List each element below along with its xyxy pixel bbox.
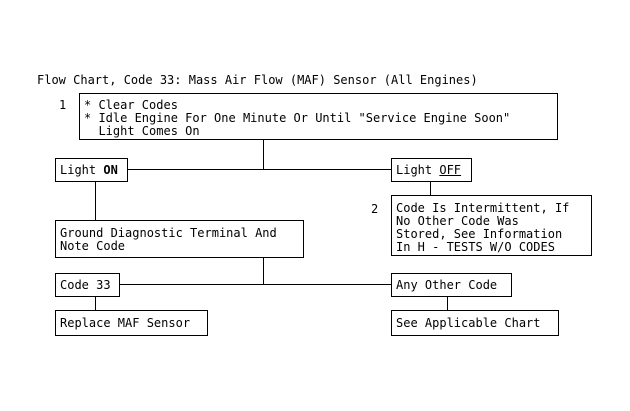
step-2-line-3: Stored, See Information [396,227,563,241]
light-off-prefix: Light [396,163,440,177]
step-2-line-4: In H - TESTS W/O CODES [396,240,555,254]
step-1-number: 1 [59,98,67,112]
ground-line-2: Note Code [60,239,126,253]
step-2-line-2: No Other Code Was [396,214,519,228]
see-chart-label: See Applicable Chart [396,316,541,330]
ground-line-1: Ground Diagnostic Terminal And [60,226,277,240]
step-2-box: Code Is Intermittent, If No Other Code W… [391,195,592,256]
connector-other-to-chart [447,297,448,310]
ground-diagnostic-box: Ground Diagnostic Terminal And Note Code [55,220,304,258]
light-off-box: Light OFF [391,158,472,182]
connector-step1-down [263,140,264,169]
connector-off-to-step2 [430,182,431,195]
page-title: Flow Chart, Code 33: Mass Air Flow (MAF)… [37,73,478,87]
connector-code33-to-replace [95,297,96,310]
replace-maf-label: Replace MAF Sensor [60,316,191,330]
light-off-state: OFF [439,163,462,177]
light-on-prefix: Light [60,163,104,177]
light-on-box: Light ON [55,158,128,182]
connector-on-to-ground [95,182,96,220]
light-on-label: Light ON [60,164,118,176]
light-on-state: ON [103,163,118,177]
any-other-code-label: Any Other Code [396,278,498,292]
any-other-code-box: Any Other Code [391,273,512,297]
light-off-label: Light OFF [396,164,461,176]
step-1-line-1: * Clear Codes [84,98,178,112]
see-chart-box: See Applicable Chart [391,310,559,336]
code-33-label: Code 33 [60,278,111,292]
step-1-box: * Clear Codes * Idle Engine For One Minu… [79,93,558,140]
replace-maf-box: Replace MAF Sensor [55,310,208,336]
connector-code-branch [120,284,391,285]
connector-ground-down [263,258,264,284]
step-1-line-2: * Idle Engine For One Minute Or Until "S… [84,111,511,125]
code-33-box: Code 33 [55,273,120,297]
step-1-line-3: Light Comes On [84,124,200,138]
step-2-line-1: Code Is Intermittent, If [396,201,570,215]
connector-light-branch [128,169,391,170]
step-2-number: 2 [371,202,379,216]
